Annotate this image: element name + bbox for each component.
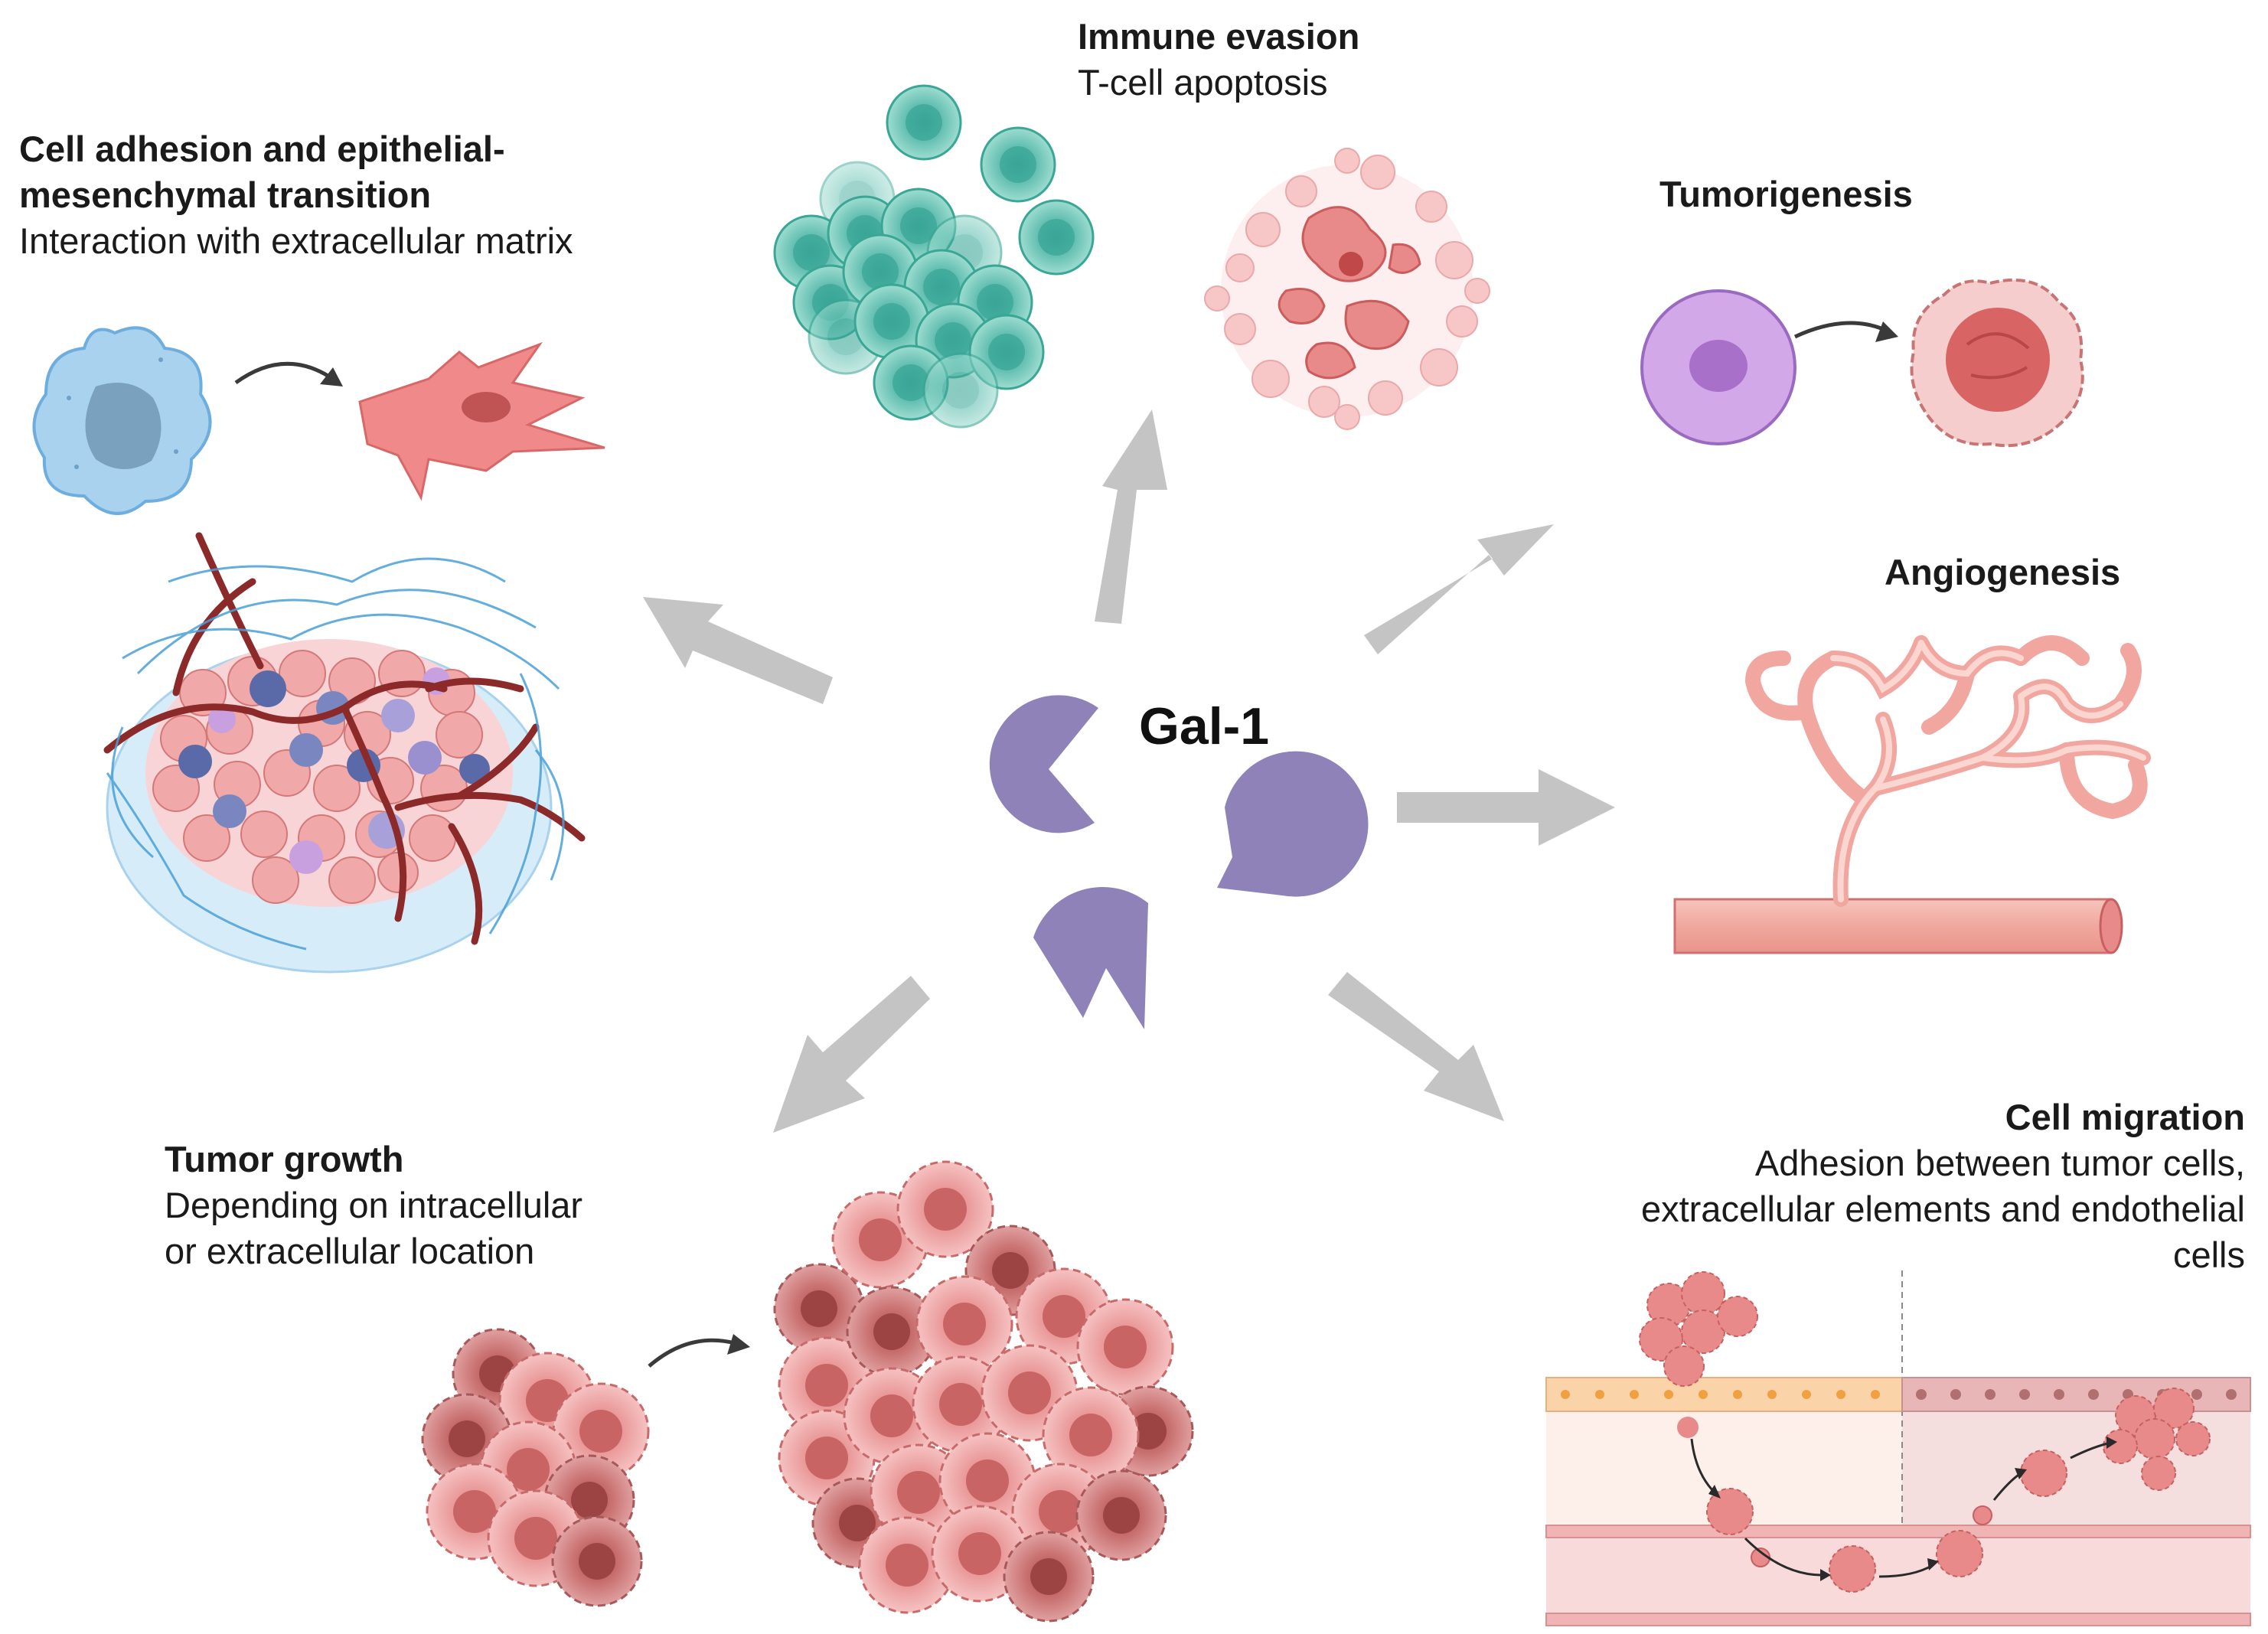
t-cell-cluster-illustration (773, 84, 1095, 429)
tumorigenesis-panel-label: Tumorigenesis (1659, 171, 1913, 217)
tumor-growth-panel-label: Tumor growth Depending on intracellular … (165, 1137, 583, 1274)
blood-vessel-illustration (1673, 635, 2151, 954)
cell-migration-subtitle-line1: Adhesion between tumor cells, (1754, 1143, 2245, 1183)
normal-cell-illustration (1640, 289, 1796, 445)
arrow-to-tumor-growth (773, 976, 930, 1133)
large-tumor-illustration (773, 1160, 1194, 1623)
gal1-protein-group (989, 695, 1369, 1029)
cell-migration-subtitle-line2: extracellular elements and endothelial (1640, 1189, 2245, 1229)
tumor-cell-illustration (1910, 278, 2084, 448)
tumor-growth-title: Tumor growth (165, 1139, 404, 1179)
tumor-growth-arrow-icon (648, 1334, 750, 1368)
cell-migration-panel-label: Cell migration Adhesion between tumor ce… (1556, 1094, 2245, 1278)
gal1-label: Gal-1 (1139, 697, 1270, 755)
cell-migration-subtitle-line3: cells (2172, 1234, 2245, 1275)
immune-evasion-subtitle: T-cell apoptosis (1078, 62, 1328, 103)
tumor-microenvironment-illustration (103, 532, 586, 974)
epithelial-cell-illustration (32, 326, 212, 515)
gal1-monomer-2 (1217, 751, 1369, 897)
angiogenesis-panel-label: Angiogenesis (1885, 550, 2120, 595)
metastatic-cluster (2103, 1388, 2211, 1491)
epithelial-layer (1545, 1377, 2251, 1412)
cell-adhesion-title-line1: Cell adhesion and epithelial- (19, 129, 505, 169)
angiogenesis-title: Angiogenesis (1885, 552, 2121, 592)
small-tumor-illustration (421, 1328, 650, 1607)
tumor-growth-subtitle-line2: or extracellular location (165, 1231, 535, 1271)
tumorigenesis-arrow-icon (1793, 321, 1898, 342)
immune-evasion-panel-label: Immune evasion T-cell apoptosis (1078, 14, 1359, 106)
mesenchymal-cell-illustration (358, 341, 605, 501)
migrating-cells (1706, 1450, 2067, 1593)
cell-migration-title: Cell migration (2005, 1097, 2245, 1137)
tumorigenesis-title: Tumorigenesis (1659, 174, 1913, 214)
gal1-monomer-1 (989, 695, 1098, 833)
arrow-to-tumorigenesis (1364, 524, 1554, 654)
arrow-to-cell-adhesion (643, 597, 833, 704)
tumor-growth-subtitle-line1: Depending on intracellular (165, 1185, 583, 1225)
arrow-to-cell-migration (1328, 972, 1504, 1121)
migration-arrowheads (1708, 1437, 2117, 1581)
emt-arrow-icon (234, 361, 343, 386)
primary-tumor-cluster (1639, 1271, 1758, 1438)
cell-adhesion-title-line2: mesenchymal transition (19, 174, 432, 215)
cell-adhesion-subtitle: Interaction with extracellular matrix (19, 220, 573, 261)
immune-evasion-title: Immune evasion (1078, 16, 1360, 57)
arrow-to-immune-evasion (1095, 409, 1167, 624)
gal1-monomer-3 (1033, 887, 1148, 1029)
cell-adhesion-panel-label: Cell adhesion and epithelial- mesenchyma… (19, 126, 573, 264)
cell-migration-illustration (1545, 1270, 2251, 1626)
apoptotic-cell-illustration (1204, 148, 1490, 430)
arrow-to-angiogenesis (1397, 769, 1615, 846)
